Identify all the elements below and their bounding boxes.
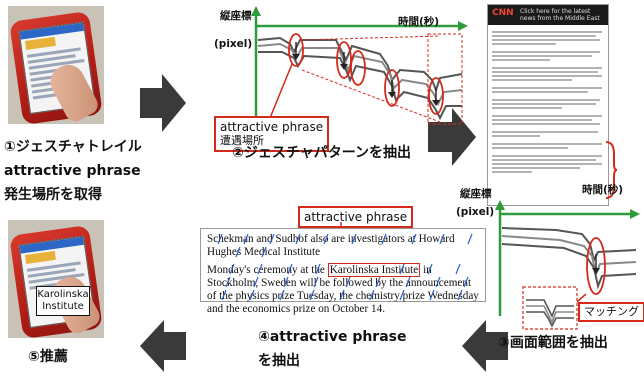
article-tagline: Click here for the latest news from the … bbox=[520, 8, 600, 22]
arrow-step4-to-5 bbox=[140, 320, 186, 372]
article-paragraph bbox=[492, 99, 604, 111]
step2-label: ②ジェスチャパターンを抽出 bbox=[232, 145, 412, 161]
extracted-text-box: Schekman and Sudhof also are investigato… bbox=[200, 228, 486, 315]
gesture-graph-bottom bbox=[495, 200, 640, 316]
article-paragraph bbox=[492, 131, 604, 139]
step1-label-line1: ①ジェスチャトレイル bbox=[4, 139, 142, 155]
article-paragraph bbox=[492, 67, 604, 83]
article-region-bracket bbox=[605, 141, 618, 199]
article-header: CNN Click here for the latest news from … bbox=[488, 5, 608, 25]
article-paragraph bbox=[492, 51, 604, 63]
extract-para2-after: in Stockholm, Sweden will be followed by… bbox=[207, 264, 479, 315]
article-paragraph bbox=[492, 87, 604, 95]
encounter-box-line2: 遭遇場所 bbox=[220, 134, 264, 147]
arrow-step3-to-4 bbox=[462, 320, 508, 372]
matching-label: マッチング bbox=[578, 302, 644, 322]
top-graph-y-label-line2: (pixel) bbox=[214, 38, 253, 50]
phone-photo-step1 bbox=[8, 6, 104, 124]
phone-photo-step5 bbox=[8, 220, 104, 338]
article-paragraph bbox=[492, 115, 604, 127]
article-paragraph bbox=[492, 143, 604, 151]
recommended-phrase-card: Karolinska Institute bbox=[36, 286, 90, 316]
arrow-step2-to-article bbox=[428, 108, 476, 166]
top-graph-y-label-line1: 縦座標 bbox=[220, 10, 252, 22]
bottom-graph-x-label: 時間(秒) bbox=[582, 184, 624, 196]
extract-paragraph-2: Monday's ceremony at the Karolinska Inst… bbox=[207, 263, 479, 316]
highlighted-phrase: Karolinska Institute bbox=[327, 263, 421, 277]
matched-pattern-inset bbox=[522, 286, 578, 330]
cnn-logo: CNN bbox=[492, 8, 514, 18]
step4-label-line1: ④attractive phrase bbox=[258, 329, 407, 345]
step1-label-line3: 発生場所を取得 bbox=[4, 187, 102, 203]
segment-marks bbox=[217, 233, 473, 301]
encounter-box-line1: attractive phrase bbox=[220, 120, 324, 134]
step5-label: ⑤推薦 bbox=[28, 349, 68, 365]
top-graph-x-label: 時間(秒) bbox=[398, 16, 440, 28]
article-paragraph bbox=[492, 155, 604, 175]
arrow-step1-to-2 bbox=[140, 74, 186, 132]
bottom-graph-y-label-line2: (pixel) bbox=[456, 206, 495, 218]
encounter-location-box: attractive phrase 遭遇場所 bbox=[214, 116, 330, 152]
step1-label-line2: attractive phrase bbox=[4, 163, 141, 179]
article-paragraph bbox=[492, 31, 604, 47]
step4-label-line2: を抽出 bbox=[258, 353, 300, 369]
attractive-phrase-title: attractive phrase bbox=[298, 206, 414, 228]
news-article-panel: CNN Click here for the latest news from … bbox=[487, 4, 609, 206]
extract-para2-before: Monday's ceremony at the bbox=[207, 264, 328, 276]
bottom-graph-y-label-line1: 縦座標 bbox=[460, 188, 492, 200]
step3-label: ③画面範囲を抽出 bbox=[498, 335, 608, 351]
extract-paragraph-1: Schekman and Sudhof also are investigato… bbox=[207, 233, 455, 258]
gesture-graph-top bbox=[251, 6, 468, 130]
